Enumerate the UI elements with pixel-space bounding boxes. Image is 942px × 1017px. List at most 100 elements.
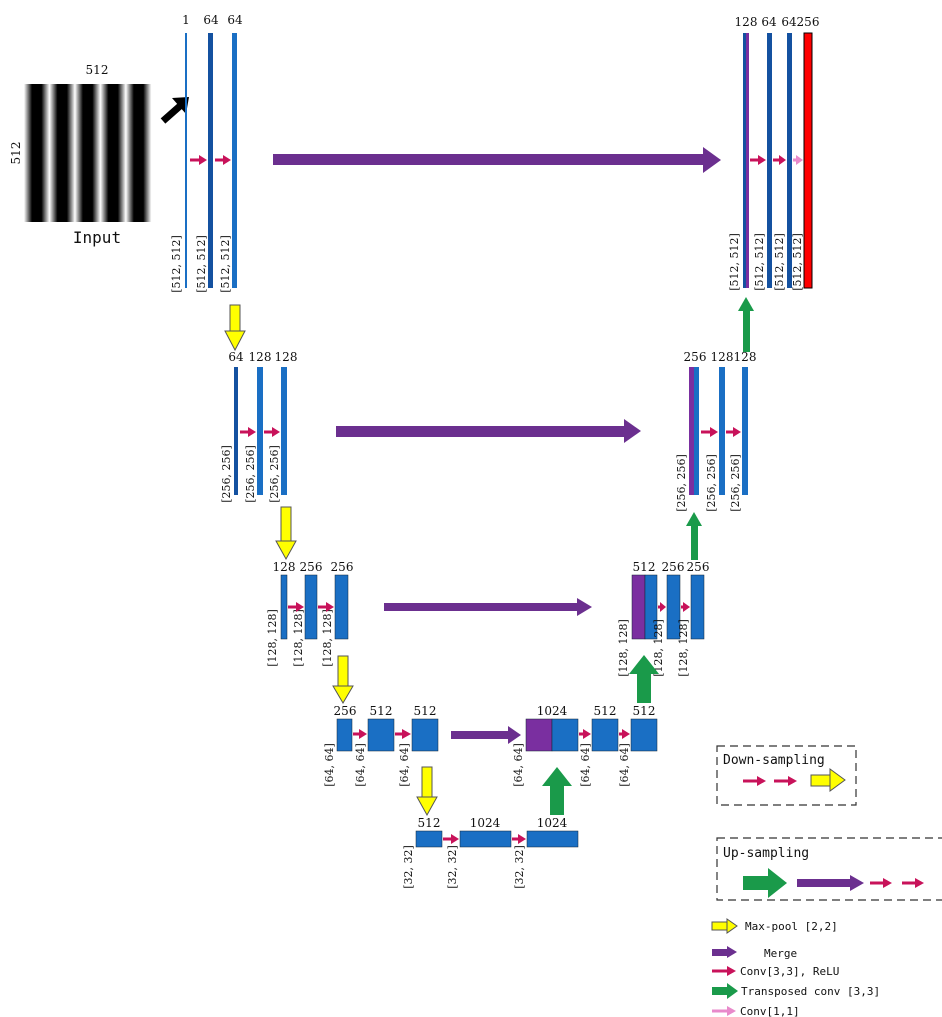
merge-block [689, 367, 694, 495]
legend-label: Conv[3,3], ReLU [740, 965, 839, 978]
dim-label: [128, 128] [266, 609, 279, 667]
dim-label: [128, 128] [617, 619, 630, 677]
feature-map-block [335, 575, 348, 639]
channel-label: 256 [684, 350, 707, 364]
feature-map-block [416, 831, 442, 847]
dim-label: [256, 256] [729, 454, 742, 512]
dim-label: [256, 256] [675, 454, 688, 512]
dim-label: [32, 32] [513, 845, 526, 889]
conv-arrow [750, 155, 766, 165]
merge-arrow [273, 147, 721, 173]
feature-map-block [281, 367, 287, 495]
channel-label: 64 [761, 15, 777, 29]
conv-arrow [743, 776, 766, 786]
input-height-label: 512 [9, 142, 23, 165]
legend-item-merge: Merge [712, 946, 797, 960]
merge-arrow [384, 598, 592, 616]
output-block [804, 33, 812, 288]
dim-label: [512, 512] [791, 233, 804, 291]
level-3-decoder: 512 256 256 [128, 128] [128, 128] [128, … [617, 560, 709, 677]
level-4-decoder: 1024 512 512 [64, 64] [64, 64] [64, 64] [512, 704, 657, 787]
legend-label: Conv[1,1] [740, 1005, 800, 1017]
channel-label: 1 [182, 13, 190, 27]
dim-label: [32, 32] [402, 845, 415, 889]
channel-label: 64 [781, 15, 797, 29]
channel-label: 256 [687, 560, 710, 574]
up-sampling-box: Up-sampling [717, 838, 942, 900]
input-width-label: 512 [86, 63, 109, 77]
merge-arrow [451, 726, 521, 744]
channel-label: 64 [203, 13, 219, 27]
dim-label: [64, 64] [618, 743, 631, 787]
feature-map-block [305, 575, 317, 639]
level-1-decoder: 128 64 64 256 [512, 512] [512, 512] [512… [728, 15, 819, 291]
conv-arrow [215, 155, 231, 165]
level-3-encoder: 128 256 256 [128, 128] [128, 128] [128, … [266, 560, 353, 667]
dim-label: [128, 128] [321, 609, 334, 667]
feature-map-block [552, 719, 578, 751]
dim-label: [512, 512] [219, 235, 232, 293]
channel-label: 512 [370, 704, 393, 718]
down-sampling-box: Down-sampling [717, 746, 856, 805]
level-4-encoder: 256 512 512 [64, 64] [64, 64] [64, 64] [323, 704, 438, 787]
conv-arrow [512, 834, 526, 844]
pool-arrow [333, 656, 353, 703]
channel-label: 512 [633, 704, 656, 718]
channel-label: 1024 [470, 816, 501, 830]
dim-label: [512, 512] [773, 233, 786, 291]
dim-label: [256, 256] [244, 445, 257, 503]
dim-label: [128, 128] [292, 609, 305, 667]
feature-map-block [767, 33, 772, 288]
merge-arrow [336, 419, 641, 443]
conv-arrow [353, 729, 367, 739]
conv-arrow [658, 602, 666, 612]
conv-arrow [240, 427, 256, 437]
merge-block [526, 719, 552, 751]
feature-map-block [631, 719, 657, 751]
conv-arrow [870, 878, 892, 888]
input-image-group: 512 512 Input [9, 63, 189, 247]
feature-map-block [742, 367, 748, 495]
channel-label: 64 [228, 350, 244, 364]
dim-label: [256, 256] [705, 454, 718, 512]
feature-map-block [460, 831, 511, 847]
channel-label: 128 [735, 15, 758, 29]
pool-arrow [276, 507, 296, 559]
legend-item-conv: Conv[3,3], ReLU [712, 965, 839, 978]
dim-label: [64, 64] [579, 743, 592, 787]
feature-map-block [337, 719, 352, 751]
channel-label: 1024 [537, 704, 568, 718]
channel-label: 64 [227, 13, 243, 27]
down-sampling-label: Down-sampling [723, 753, 825, 768]
feature-map-block [185, 33, 187, 288]
dim-label: [256, 256] [220, 445, 233, 503]
dim-label: [64, 64] [512, 743, 525, 787]
up-arrow [542, 767, 572, 815]
channel-label: 512 [633, 560, 656, 574]
channel-label: 128 [711, 350, 734, 364]
legend-item-pool: Max-pool [2,2] [712, 919, 838, 933]
feature-map-block [208, 33, 213, 288]
conv-arrow [902, 878, 924, 888]
input-image [24, 84, 158, 222]
dim-label: [512, 512] [195, 235, 208, 293]
conv-arrow [190, 155, 207, 165]
legend-label: Transposed conv [3,3] [741, 985, 880, 998]
conv-arrow [395, 729, 411, 739]
feature-map-block [691, 575, 704, 639]
conv11-arrow [793, 155, 803, 165]
merge-arrow [797, 875, 864, 891]
feature-map-block [527, 831, 578, 847]
channel-label: 1024 [537, 816, 568, 830]
up-sampling-label: Up-sampling [723, 846, 809, 861]
up-arrow [738, 297, 754, 352]
channel-label: 512 [418, 816, 441, 830]
level-2-decoder: 256 128 128 [256, 256] [256, 256] [256, … [675, 350, 756, 512]
feature-map-block [281, 575, 287, 639]
conv-arrow [681, 602, 690, 612]
dim-label: [512, 512] [170, 235, 183, 293]
feature-map-block [719, 367, 725, 495]
channel-label: 512 [414, 704, 437, 718]
merge-block [632, 575, 645, 639]
